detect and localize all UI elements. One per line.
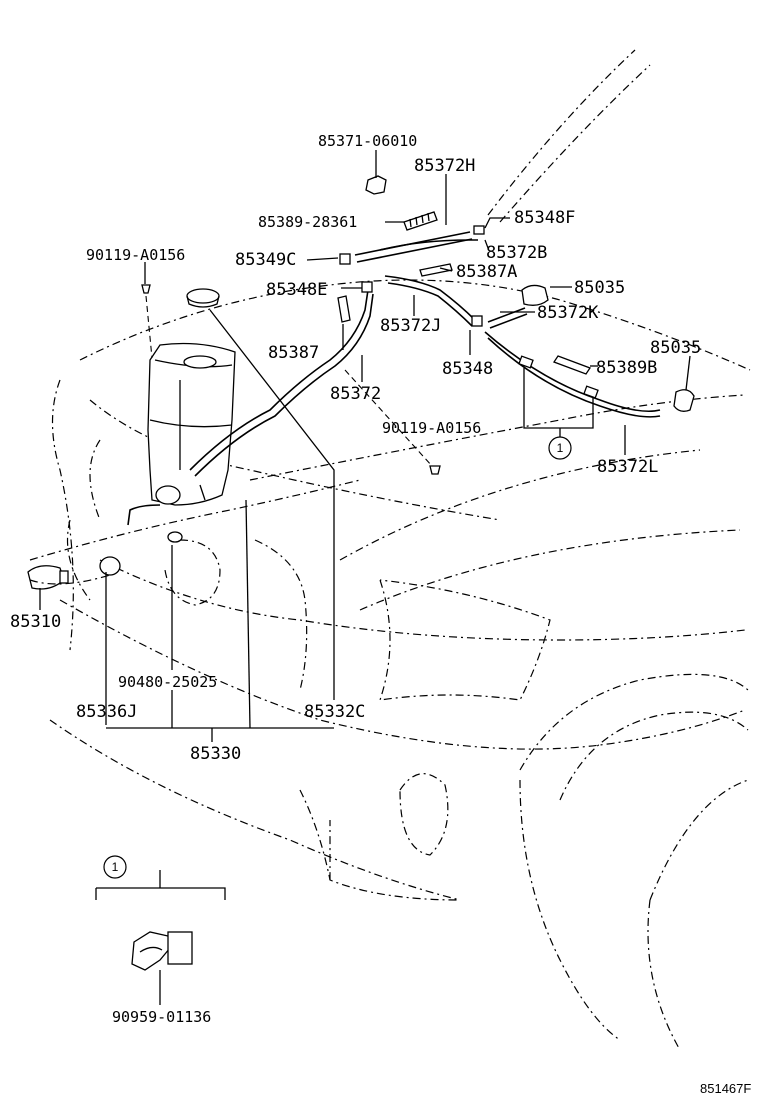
washer-tank (127, 342, 236, 526)
label-90959-01136: 90959-01136 (112, 1008, 211, 1026)
label-85372K: 85372K (537, 303, 599, 323)
label-85035-upper: 85035 (574, 278, 625, 298)
tank-cap (186, 288, 220, 308)
label-90119-A0156-top: 90119-A0156 (86, 246, 185, 264)
label-85330: 85330 (190, 744, 241, 764)
label-85336J: 85336J (76, 702, 137, 722)
label-90119-A0156-mid: 90119-A0156 (382, 419, 481, 437)
label-85035-lower: 85035 (650, 338, 701, 358)
label-85310: 85310 (10, 612, 61, 632)
label-85372H: 85372H (414, 156, 475, 176)
label-85332C: 85332C (304, 702, 365, 722)
label-85372B: 85372B (486, 243, 547, 263)
vehicle-body-outline (49, 49, 751, 1051)
label-85348: 85348 (442, 359, 493, 379)
label-85348F: 85348F (514, 208, 575, 228)
label-90480-25025: 90480-25025 (118, 673, 217, 691)
label-85349C: 85349C (235, 250, 296, 270)
small-parts (27, 175, 695, 971)
label-85371-06010: 85371-06010 (318, 132, 417, 150)
washer-hoses (189, 231, 661, 477)
label-85389-28361: 85389-28361 (258, 213, 357, 231)
label-85387A: 85387A (456, 262, 517, 282)
callout-1-upper: 1 (548, 436, 572, 460)
label-85387: 85387 (268, 343, 319, 363)
label-85372: 85372 (330, 384, 381, 404)
callout-1-lower: 1 (103, 855, 127, 879)
label-85372L: 85372L (597, 457, 658, 477)
leader-lines (29, 150, 691, 1005)
part-labels: 85371-06010 85372H 85348F 85389-28361 85… (10, 132, 751, 1096)
callout-1-lower-text: 1 (112, 860, 119, 874)
label-85348E: 85348E (266, 280, 327, 300)
callout-1-upper-text: 1 (557, 441, 564, 455)
label-85389B: 85389B (596, 358, 657, 378)
label-85372J: 85372J (380, 316, 441, 336)
diagram-id: 851467F (700, 1081, 751, 1096)
